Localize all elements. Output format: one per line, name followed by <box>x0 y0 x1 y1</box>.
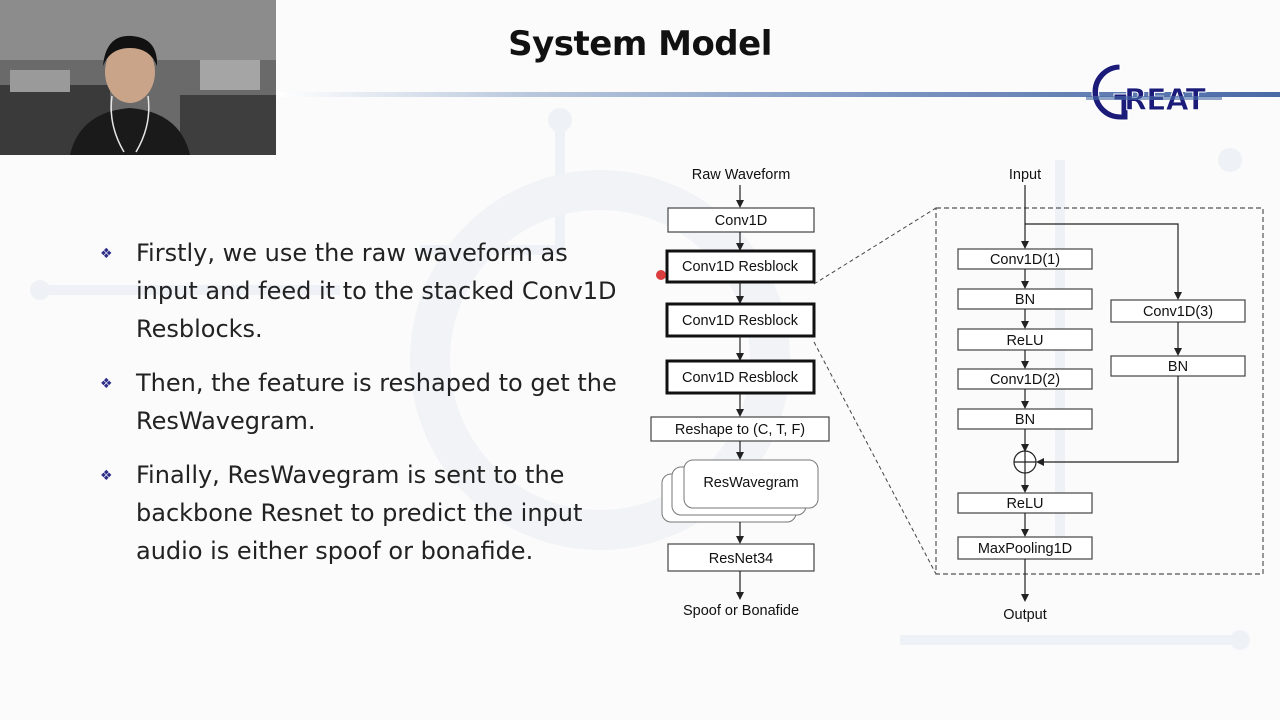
bn-2-label: BN <box>1015 412 1035 428</box>
reshape-label: Reshape to (C, T, F) <box>675 422 805 438</box>
bullet-text: Then, the feature is reshaped to get the… <box>136 369 617 435</box>
bullet-item: ❖ Then, the feature is reshaped to get t… <box>96 364 626 440</box>
resblock-detail-frame <box>935 207 1264 575</box>
diamond-bullet-icon: ❖ <box>100 246 113 262</box>
webcam-scene <box>0 0 276 155</box>
person-face <box>105 41 155 103</box>
detail-input-label: Input <box>1009 167 1041 183</box>
person-body <box>70 108 190 155</box>
resnet34-label: ResNet34 <box>709 551 773 567</box>
title-underline <box>276 92 1280 97</box>
conv1d-label: Conv1D <box>715 213 767 229</box>
relu-2-label: ReLU <box>1006 496 1043 512</box>
diamond-bullet-icon: ❖ <box>100 376 113 392</box>
relu-1-label: ReLU <box>1006 333 1043 349</box>
conv1d-block <box>667 207 815 233</box>
architecture-diagram: Raw Waveform Conv1D Conv1D Resblock Conv… <box>650 167 1264 623</box>
maxpooling1d-label: MaxPooling1D <box>978 541 1072 557</box>
laser-pointer <box>656 270 666 280</box>
bullet-item: ❖ Firstly, we use the raw waveform as in… <box>96 234 626 348</box>
conv1d-2-label: Conv1D(2) <box>990 372 1060 388</box>
bullet-list: ❖ Firstly, we use the raw waveform as in… <box>96 234 626 586</box>
resnet34-block <box>667 543 815 572</box>
conv1d-3-label: Conv1D(3) <box>1143 304 1213 320</box>
bullet-text: Finally, ResWavegram is sent to the back… <box>136 461 583 565</box>
resblock-1-label: Conv1D Resblock <box>682 259 799 275</box>
raw-waveform-label: Raw Waveform <box>692 167 791 183</box>
slide-title: System Model <box>508 24 772 64</box>
conv1d-1-label: Conv1D(1) <box>990 252 1060 268</box>
bullet-item: ❖ Finally, ResWavegram is sent to the ba… <box>96 456 626 570</box>
resblock-1 <box>665 249 816 284</box>
add-operator-icon <box>1013 450 1037 474</box>
bn-3-label: BN <box>1168 359 1188 375</box>
resblock-2-label: Conv1D Resblock <box>682 313 799 329</box>
svg-text:REAT: REAT <box>1124 83 1206 118</box>
bn-1-label: BN <box>1015 292 1035 308</box>
bullet-text: Firstly, we use the raw waveform as inpu… <box>136 239 617 343</box>
reswavegram-label: ResWavegram <box>703 475 798 491</box>
zoom-line-top <box>813 207 937 285</box>
detail-output-label: Output <box>1003 607 1047 623</box>
reswavegram-stack-front <box>683 459 819 509</box>
main-pipeline: Raw Waveform Conv1D Conv1D Resblock Conv… <box>650 167 830 619</box>
zoom-line-bottom <box>813 341 937 575</box>
reshape-block <box>650 416 830 442</box>
spoof-or-bonafide-label: Spoof or Bonafide <box>683 603 799 619</box>
diamond-bullet-icon: ❖ <box>100 468 113 484</box>
resblock-3-label: Conv1D Resblock <box>682 370 799 386</box>
webcam-video <box>0 0 276 155</box>
person-hair <box>103 35 158 66</box>
resblock-detail: Input Conv1D(1) BN ReLU Conv1D(2) BN Con… <box>957 167 1246 623</box>
great-logo: REAT <box>1086 63 1222 121</box>
